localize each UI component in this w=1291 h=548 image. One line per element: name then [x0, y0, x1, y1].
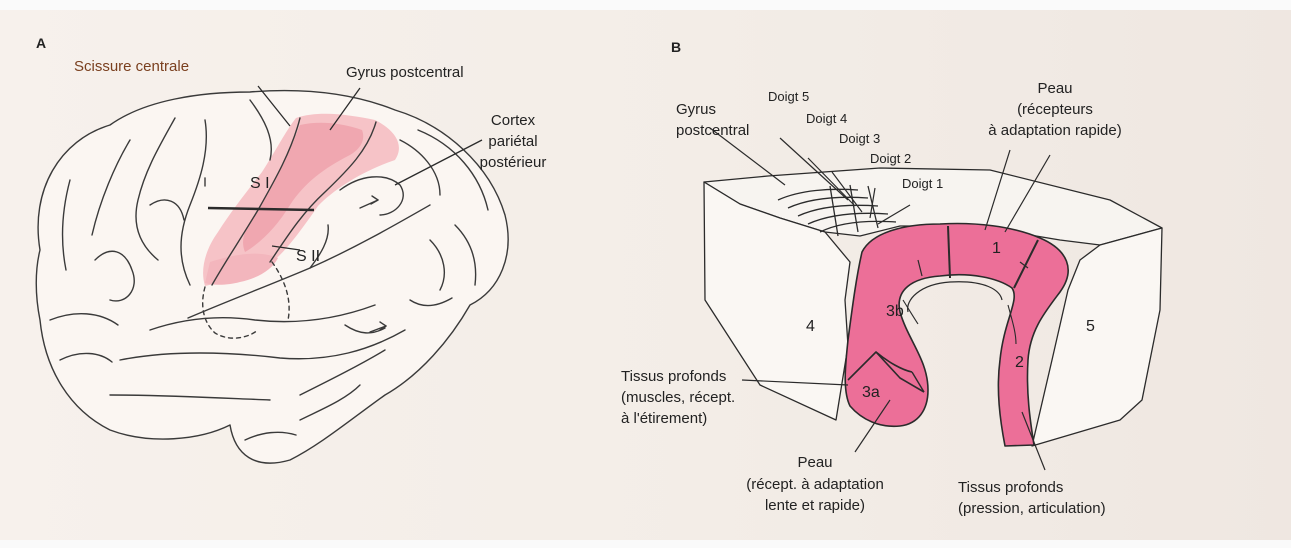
- label-doigt3: Doigt 3: [839, 131, 880, 146]
- area-3b-label: 3b: [886, 303, 904, 321]
- label-doigt5: Doigt 5: [768, 89, 809, 104]
- brain-lateral-view: [36, 91, 508, 464]
- label-peau-top-2: (récepteurs: [970, 101, 1140, 119]
- label-peau-bottom-3: lente et rapide): [720, 497, 910, 515]
- label-doigt1: Doigt 1: [902, 176, 943, 191]
- label-peau-bottom-2: (récept. à adaptation: [720, 476, 910, 494]
- label-gyrus-b-1: Gyrus: [676, 101, 716, 119]
- label-peau-bottom-1: Peau: [720, 454, 910, 472]
- label-gyrus-b-2: postcentral: [676, 122, 749, 140]
- area-3a-label: 3a: [862, 384, 880, 402]
- label-posterieur: postérieur: [468, 154, 558, 172]
- area-5-label: 5: [1086, 318, 1095, 336]
- label-tissus-right-1: Tissus profonds: [958, 479, 1063, 497]
- label-scissure-centrale: Scissure centrale: [74, 58, 189, 76]
- label-doigt2: Doigt 2: [870, 151, 911, 166]
- cortex-cross-section: [704, 168, 1162, 446]
- label-s2: S II: [296, 248, 320, 266]
- label-tissus-right-2: (pression, articulation): [958, 500, 1106, 518]
- label-s1: S I: [250, 175, 270, 193]
- label-tissus-left-2: (muscles, récept.: [621, 389, 735, 407]
- area-2-label: 2: [1015, 354, 1024, 372]
- brain-outline: [36, 91, 508, 464]
- label-tissus-left-1: Tissus profonds: [621, 368, 726, 386]
- label-peau-top-1: Peau: [970, 80, 1140, 98]
- label-gyrus-postcentral: Gyrus postcentral: [346, 64, 464, 82]
- area-1-label: 1: [992, 240, 1001, 258]
- label-doigt4: Doigt 4: [806, 111, 847, 126]
- label-tissus-left-3: à l'étirement): [621, 410, 707, 428]
- panel-a-letter: A: [36, 34, 46, 52]
- area-4-label: 4: [806, 318, 815, 336]
- label-cortex: Cortex: [468, 112, 558, 130]
- label-parietal: pariétal: [468, 133, 558, 151]
- label-peau-top-3: à adaptation rapide): [965, 122, 1145, 140]
- postcentral-gyrus-section: [845, 224, 1068, 446]
- panel-b-letter: B: [671, 38, 681, 56]
